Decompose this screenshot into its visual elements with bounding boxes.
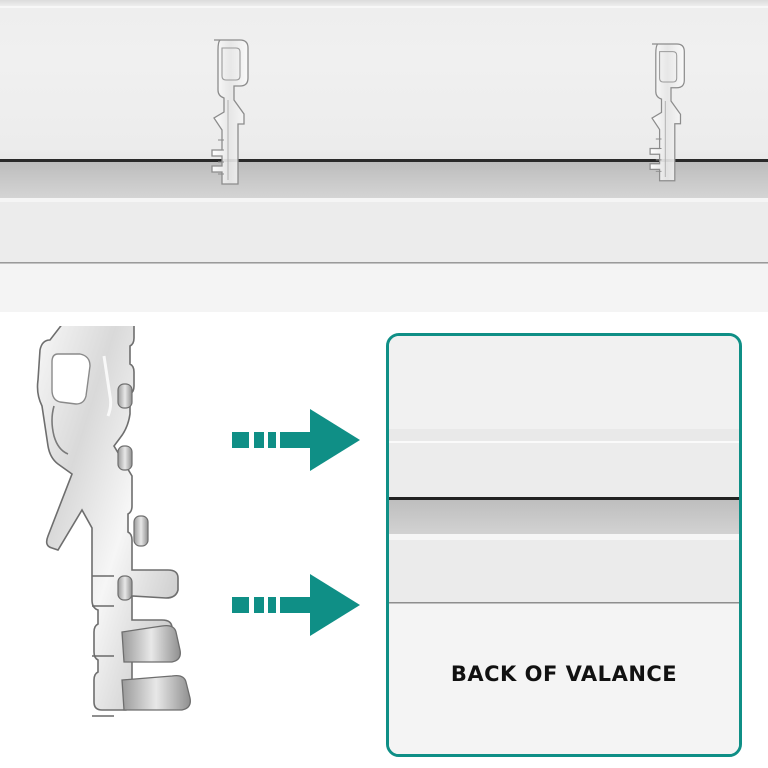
valance-closeup-callout: BACK OF VALANCE: [386, 333, 742, 757]
valance-clip-icon: [36, 326, 191, 736]
back-of-valance-label: BACK OF VALANCE: [450, 662, 678, 686]
dashed-right-arrow-icon: [232, 409, 360, 471]
valance-installed-scene: [0, 0, 768, 312]
valance-scene-drawing: [0, 6, 768, 312]
valance-closeup-drawing: [389, 336, 739, 754]
dashed-right-arrow-icon: [232, 574, 360, 636]
